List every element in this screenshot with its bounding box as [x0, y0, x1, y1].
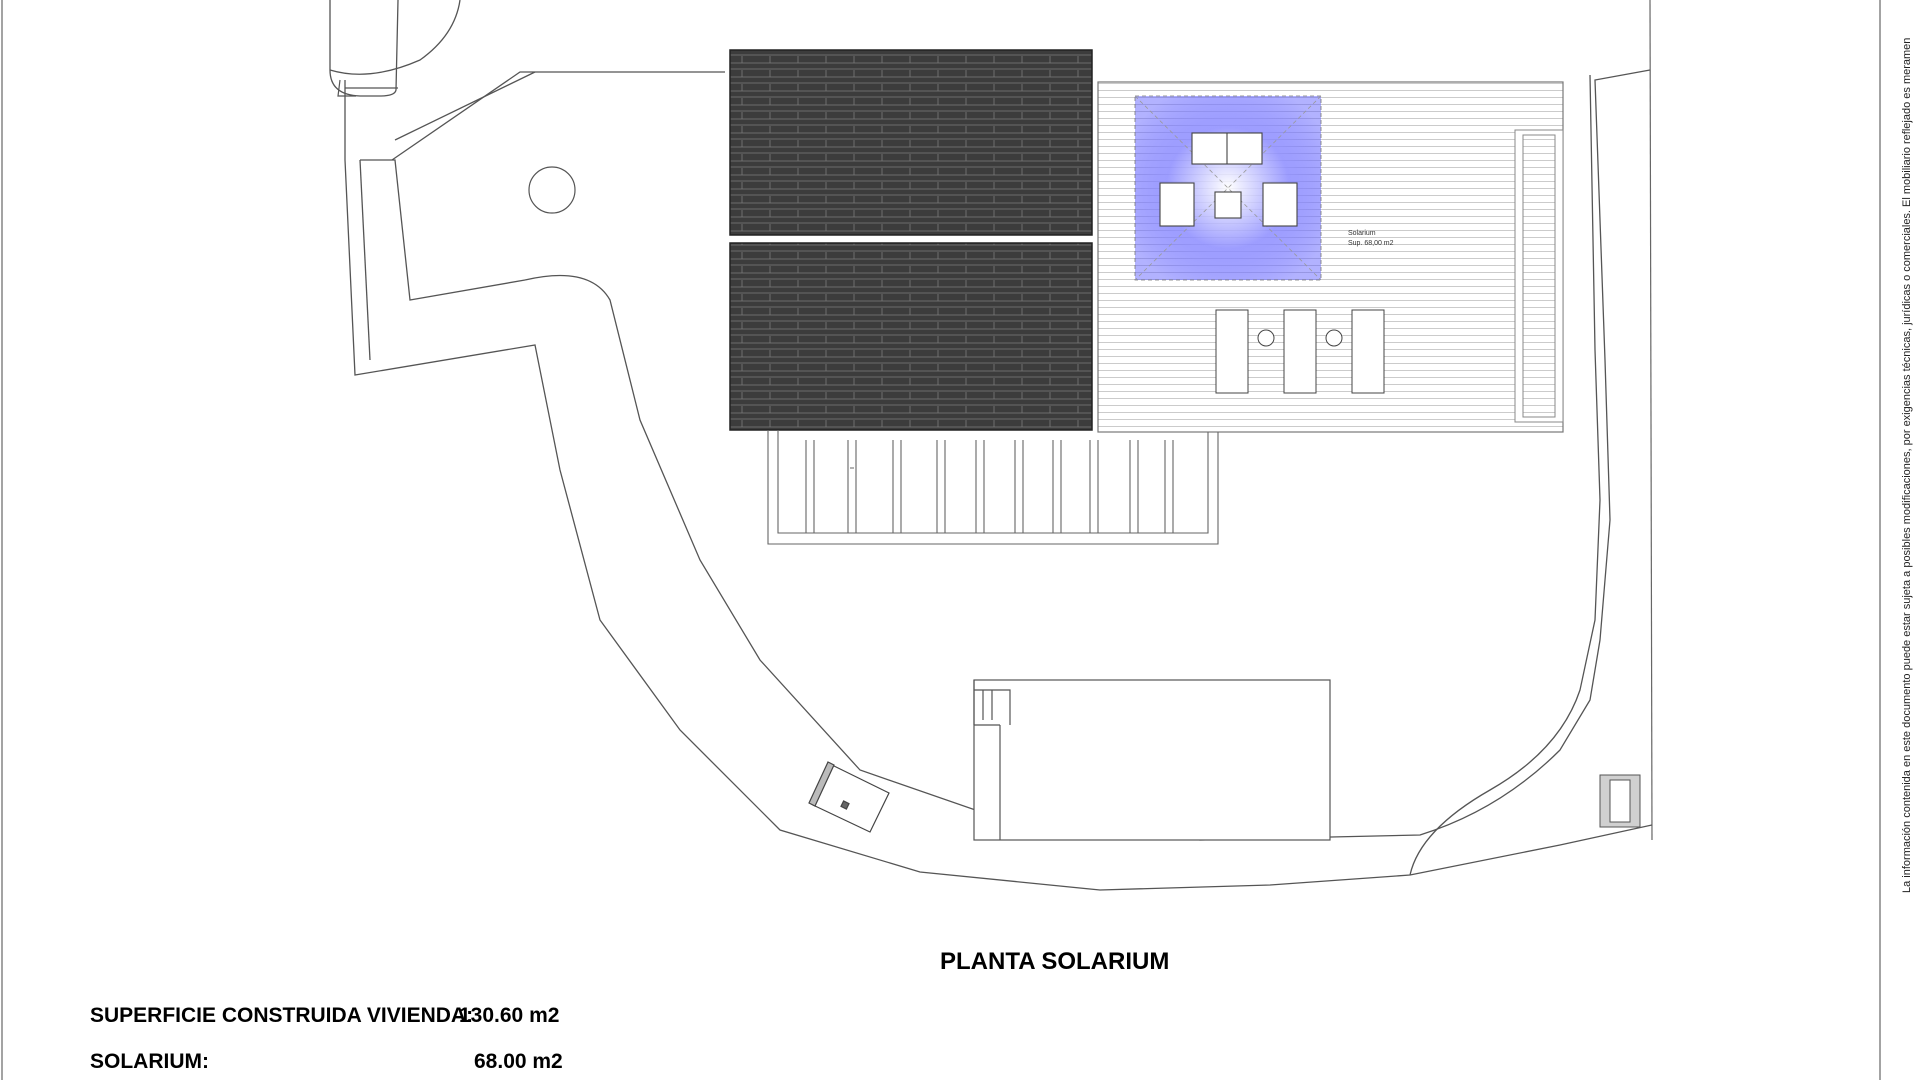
roof-tiles-lower — [729, 242, 1093, 431]
built-area-label: SUPERFICIE CONSTRUIDA VIVIENDA: — [90, 1004, 474, 1027]
pergola-structure — [767, 430, 1219, 545]
solarium-area-label: SOLARIUM: — [90, 1050, 209, 1073]
meter-box — [1599, 774, 1641, 828]
stairs — [1514, 129, 1564, 423]
lounge-furniture — [1159, 132, 1298, 227]
plot-boundary — [329, 0, 1653, 891]
tree-circle — [528, 166, 576, 214]
solarium-name-tag: Solarium — [1348, 230, 1376, 237]
roof-tiles-upper — [729, 49, 1093, 236]
swimming-pool — [973, 679, 1331, 841]
solarium-area-tag: Sup. 68,00 m2 — [1348, 240, 1394, 247]
boundary-detail — [337, 79, 398, 97]
sun-loungers — [1215, 309, 1385, 394]
solarium-area-value: 68.00 m2 — [474, 1050, 563, 1073]
built-area-value: 130.60 m2 — [459, 1004, 560, 1027]
plan-title: PLANTA SOLARIUM — [940, 948, 1170, 975]
disclaimer-note: La información contenida en este documen… — [1901, 37, 1913, 893]
garden-shed — [808, 761, 890, 833]
sheet-border — [1, 0, 1881, 1080]
